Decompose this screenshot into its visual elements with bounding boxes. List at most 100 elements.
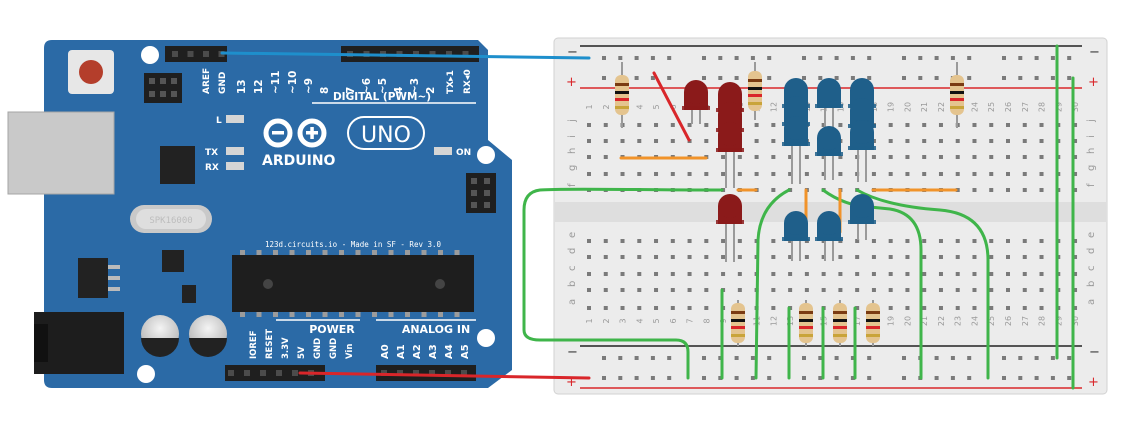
- power-pin-label: GND: [313, 338, 323, 359]
- breadboard-hole: [670, 306, 675, 310]
- wire-gnd[interactable]: [220, 51, 591, 60]
- breadboard-hole: [1039, 188, 1044, 192]
- led-blue[interactable]: [815, 78, 843, 128]
- resistor-band: [615, 91, 629, 94]
- resistor[interactable]: [731, 300, 745, 346]
- breadboard-hole: [620, 306, 625, 310]
- breadboard-hole: [587, 155, 591, 159]
- header-pin: [228, 370, 234, 376]
- breadboard-hole: [855, 306, 860, 310]
- breadboard-hole: [637, 255, 642, 259]
- led-dome: [784, 96, 808, 120]
- column-number: 30: [1071, 316, 1080, 326]
- column-number: 5: [652, 104, 661, 109]
- wire-green[interactable]: [821, 188, 923, 380]
- breadboard-hole: [687, 239, 692, 243]
- breadboard-hole: [938, 255, 943, 259]
- led-blue[interactable]: [815, 126, 843, 180]
- small-transistor: [182, 285, 196, 303]
- digital-pin-label: TX▸1: [446, 70, 456, 94]
- breadboard-hole: [989, 123, 994, 127]
- rail-hole: [1050, 56, 1055, 60]
- rail-plus-sign: +: [566, 375, 577, 390]
- breadboard-hole: [955, 272, 960, 276]
- power-pin-label: Vin: [345, 344, 355, 359]
- wire-green[interactable]: [754, 188, 791, 380]
- header-pin: [413, 51, 419, 57]
- resistor-band: [799, 334, 813, 337]
- led-blue[interactable]: [782, 211, 810, 261]
- breadboard-hole: [771, 272, 776, 276]
- uno-badge: [347, 116, 425, 150]
- breadboard-hole: [905, 272, 910, 276]
- led-red[interactable]: [716, 194, 744, 262]
- breadboard-hole: [871, 155, 876, 159]
- breadboard-hole: [620, 272, 625, 276]
- rail-hole: [902, 56, 906, 60]
- breadboard-hole: [637, 139, 642, 143]
- wire-green[interactable]: [522, 187, 724, 380]
- breadboard-hole: [1073, 188, 1078, 192]
- breadboard-hole: [771, 306, 776, 310]
- led-red[interactable]: [682, 80, 710, 124]
- row-letter: f: [1086, 183, 1097, 187]
- resistor[interactable]: [799, 300, 813, 346]
- column-number: 5: [652, 318, 661, 323]
- breadboard-hole: [1006, 272, 1010, 276]
- rail-hole: [1002, 376, 1006, 380]
- usb-chip: [160, 146, 195, 184]
- digital-pin-label: ~6: [361, 78, 373, 94]
- rail-hole: [1002, 356, 1006, 360]
- resistor[interactable]: [615, 62, 629, 128]
- breadboard-hole: [972, 155, 977, 159]
- digital-pin-label: ~3: [409, 78, 421, 94]
- chip-pin: [322, 312, 328, 317]
- led-dome: [718, 194, 742, 218]
- breadboard-hole: [1073, 272, 1078, 276]
- mount-hole: [141, 46, 159, 64]
- resistor[interactable]: [833, 300, 847, 346]
- row-letter: g: [567, 165, 578, 171]
- breadboard-hole: [637, 306, 642, 310]
- row-letter: g: [1086, 165, 1097, 171]
- column-number: 19: [887, 316, 896, 326]
- breadboard-hole: [771, 155, 776, 159]
- wire-5v[interactable]: [298, 371, 591, 380]
- chip-pin: [355, 250, 361, 255]
- led-blue[interactable]: [848, 194, 876, 240]
- led-on: [434, 147, 452, 155]
- led-blue[interactable]: [815, 211, 843, 261]
- resistor[interactable]: [950, 62, 964, 128]
- column-number: 2: [602, 104, 611, 109]
- breadboard-hole: [687, 306, 692, 310]
- breadboard-hole: [687, 288, 692, 292]
- rail-hole: [1067, 76, 1072, 80]
- analog-pin-label: A5: [460, 344, 471, 359]
- column-number: 22: [937, 316, 946, 326]
- breadboard-hole: [654, 306, 659, 310]
- led-red[interactable]: [716, 122, 744, 188]
- led-rim: [815, 237, 843, 241]
- breadboard-hole: [989, 188, 994, 192]
- breadboard-hole: [603, 272, 608, 276]
- column-number: 1: [585, 104, 594, 109]
- chip-pin: [289, 312, 295, 317]
- chip-pin: [355, 312, 361, 317]
- breadboard-hole: [905, 255, 910, 259]
- rail-hole: [767, 356, 772, 360]
- resistor[interactable]: [866, 300, 880, 346]
- row-letter: f: [567, 183, 578, 187]
- led-blue[interactable]: [848, 120, 876, 182]
- wire-green[interactable]: [855, 188, 990, 380]
- breadboard-hole: [938, 123, 943, 127]
- reset-button-cap[interactable]: [79, 60, 103, 84]
- wire-red-jumper[interactable]: [652, 71, 691, 142]
- crystal-label: SPK16000: [149, 216, 192, 226]
- breadboard-hole: [888, 288, 893, 292]
- mount-hole: [137, 365, 155, 383]
- led-blue[interactable]: [782, 116, 810, 184]
- resistor[interactable]: [748, 62, 762, 120]
- analog-pin-label: A2: [412, 344, 423, 359]
- rail-hole: [618, 356, 623, 360]
- resistor-band: [748, 102, 762, 105]
